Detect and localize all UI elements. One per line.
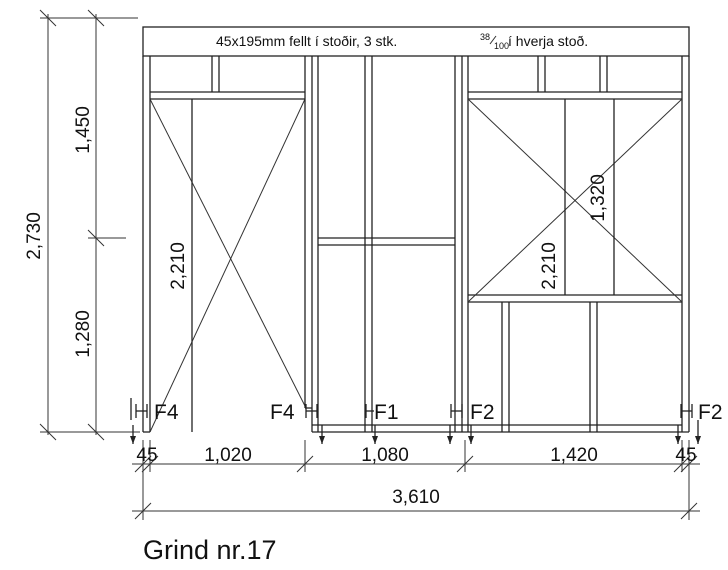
dim-left-span: 1,020 — [204, 445, 252, 466]
dim-total-height: 2,730 — [24, 212, 45, 260]
dim-window-height: 1,320 — [588, 174, 609, 222]
header-beam — [142, 26, 690, 57]
header-text-before: 45x195mm fellt í stoðir, 3 stk. — [216, 33, 397, 49]
header-note: 45x195mm fellt í stoðir, 3 stk. 38 100 í… — [216, 32, 588, 51]
fixing-f1: F1 — [374, 401, 399, 424]
vertical-dimensions — [39, 9, 140, 441]
header-frac-den: 100 — [494, 41, 509, 51]
dim-upper-height: 1,450 — [73, 106, 94, 154]
header-text-after: í hverja stoð. — [508, 33, 588, 49]
header-frac-num: 38 — [480, 32, 490, 42]
dim-middle-span: 1,080 — [361, 445, 409, 466]
left-door-cross-2 — [149, 98, 306, 433]
dim-right-opening-height: 2,210 — [539, 242, 560, 290]
dim-left-opening-height: 2,210 — [168, 242, 189, 290]
fixing-markers — [130, 398, 701, 444]
fixing-f2-middle: F2 — [470, 401, 495, 424]
fixing-f4-left: F4 — [154, 401, 179, 424]
fixing-f2-right: F2 — [698, 401, 723, 424]
dim-lower-height: 1,280 — [73, 310, 94, 358]
fixing-f4-middle: F4 — [270, 401, 295, 424]
dim-left-post: 45 — [136, 445, 157, 466]
dim-total-width: 3,610 — [392, 487, 440, 508]
dim-right-post: 45 — [675, 445, 696, 466]
right-window-cross-2 — [467, 98, 683, 303]
left-door-cross-1 — [149, 98, 306, 407]
horizontal-dimensions — [132, 440, 700, 520]
frame-structure — [142, 26, 690, 433]
dim-right-span: 1,420 — [550, 445, 598, 466]
drawing-title: Grind nr.17 — [143, 535, 277, 565]
